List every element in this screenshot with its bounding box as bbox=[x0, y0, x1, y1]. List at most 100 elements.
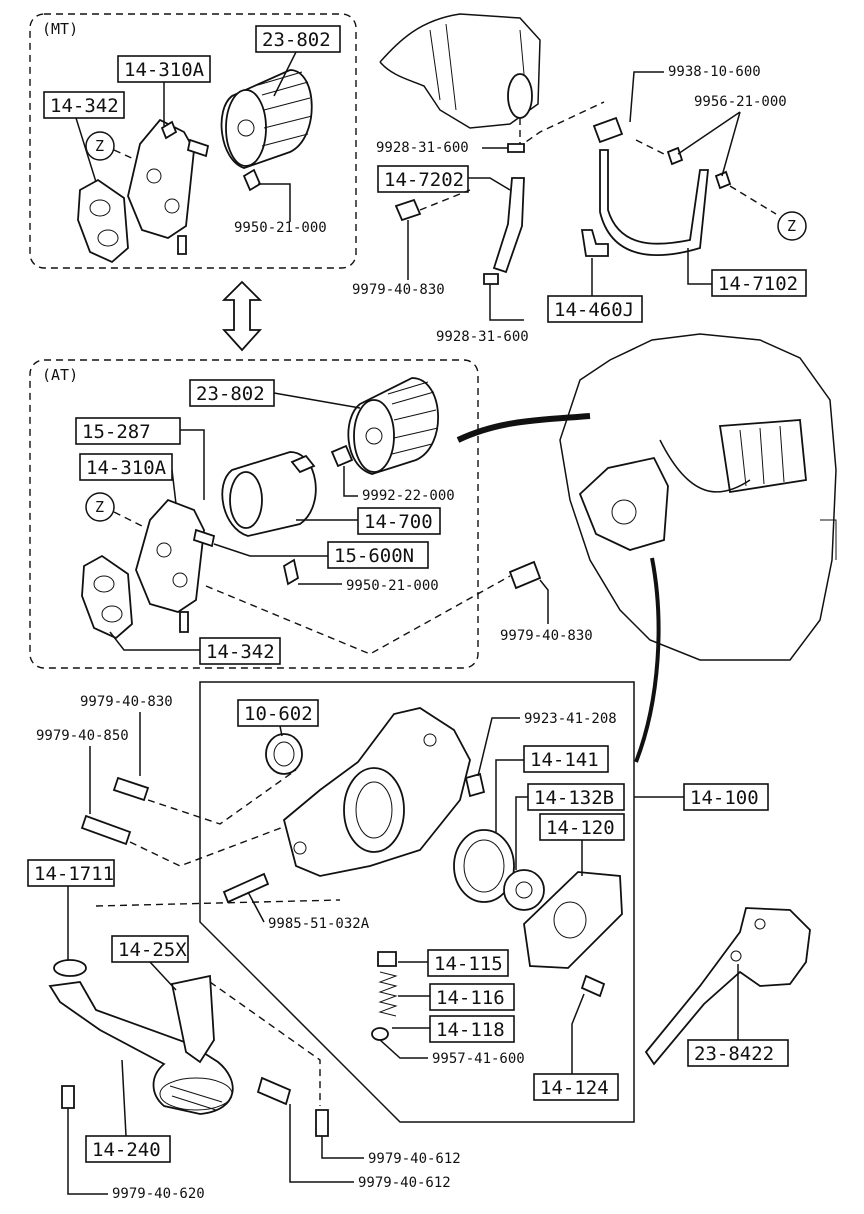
at-oil-filter-body bbox=[135, 498, 216, 613]
label-bolt-850: 9979-40-850 bbox=[36, 728, 129, 744]
svg-text:14-342: 14-342 bbox=[50, 95, 119, 117]
cover-screw-icon bbox=[580, 974, 606, 998]
callout-z-right: Z bbox=[777, 211, 807, 241]
label-bolt-612a: 9979-40-612 bbox=[368, 1151, 461, 1167]
gasket-1711-icon bbox=[53, 959, 87, 977]
bolt-9938-icon bbox=[592, 116, 624, 144]
svg-text:23-802: 23-802 bbox=[262, 29, 331, 51]
label-plunger: 14-115 bbox=[427, 949, 509, 977]
engine-block-top bbox=[379, 13, 541, 129]
label-inner-rotor: 14-132B bbox=[527, 783, 625, 811]
label-spring: 14-116 bbox=[429, 983, 515, 1011]
label-clip: 14-460J bbox=[547, 295, 643, 323]
at-nut-icon bbox=[330, 444, 354, 468]
svg-text:14-124: 14-124 bbox=[540, 1077, 609, 1099]
label-bolt-9938: 9938-10-600 bbox=[668, 64, 761, 80]
engine-block-side bbox=[559, 333, 837, 661]
at-section-frame bbox=[29, 359, 479, 669]
label-at-cap: 15-287 bbox=[75, 417, 181, 445]
svg-text:14-7202: 14-7202 bbox=[384, 169, 464, 191]
label-pipe-7202: 14-7202 bbox=[377, 165, 469, 193]
svg-text:14-460J: 14-460J bbox=[554, 299, 634, 321]
mt-section-frame bbox=[29, 13, 357, 269]
oil-strainer bbox=[48, 981, 234, 1115]
engine-link-line bbox=[456, 413, 591, 443]
label-bolt-612b: 9979-40-612 bbox=[358, 1175, 451, 1191]
washer-9956-icon bbox=[666, 146, 684, 166]
svg-text:14-240: 14-240 bbox=[92, 1139, 161, 1161]
label-outer-rotor: 14-141 bbox=[523, 745, 609, 773]
inner-rotor bbox=[503, 869, 545, 911]
at-stud-icon bbox=[282, 558, 300, 586]
at-gasket bbox=[81, 554, 133, 640]
label-at-stud: 9950-21-000 bbox=[346, 578, 439, 594]
label-union-bolt-b: 9928-31-600 bbox=[436, 329, 529, 345]
bolt-830-icon bbox=[112, 776, 150, 802]
oil-pan-gasket bbox=[644, 907, 811, 1066]
strainer-bracket bbox=[170, 974, 215, 1064]
bolt-620-icon bbox=[61, 1085, 75, 1109]
mt-at-swap-arrow bbox=[221, 280, 263, 352]
mt-drain-bolt-icon bbox=[177, 235, 187, 255]
union-bolt-a-icon bbox=[507, 143, 525, 153]
svg-text:23-802: 23-802 bbox=[196, 383, 265, 405]
clip-icon bbox=[580, 229, 609, 257]
outer-rotor bbox=[453, 829, 515, 903]
engine-link-line-b bbox=[634, 557, 661, 763]
label-stud-9985: 9985-51-032A bbox=[268, 916, 370, 932]
svg-text:14-342: 14-342 bbox=[206, 641, 275, 663]
front-seal bbox=[265, 733, 303, 775]
union-bolt-b-icon bbox=[483, 273, 499, 285]
label-union-bolt-a: 9928-31-600 bbox=[376, 140, 469, 156]
pin-icon bbox=[464, 772, 486, 798]
label-pump-assy: 14-100 bbox=[683, 783, 769, 811]
svg-text:Z: Z bbox=[787, 217, 796, 235]
label-washer-9956: 9956-21-000 bbox=[694, 94, 787, 110]
svg-text:14-120: 14-120 bbox=[546, 817, 615, 839]
svg-text:15-600N: 15-600N bbox=[334, 545, 414, 567]
label-screw-124: 14-124 bbox=[533, 1073, 619, 1101]
svg-text:23-8422: 23-8422 bbox=[694, 1043, 774, 1065]
oil-pump-body bbox=[282, 707, 471, 877]
svg-text:14-116: 14-116 bbox=[436, 987, 505, 1009]
label-pin: 9923-41-208 bbox=[524, 711, 617, 727]
mt-gasket bbox=[77, 178, 129, 264]
plunger-icon bbox=[377, 951, 397, 967]
oil-hose-7102 bbox=[599, 149, 709, 257]
label-at-valve: 15-600N bbox=[327, 541, 429, 569]
svg-text:14-1711: 14-1711 bbox=[34, 863, 114, 885]
at-bolt-icon bbox=[508, 560, 542, 590]
callout-z-at: Z bbox=[85, 492, 115, 522]
svg-text:Z: Z bbox=[95, 498, 104, 516]
label-at-bolt: 9979-40-830 bbox=[500, 628, 593, 644]
bolt-612b-icon bbox=[256, 1076, 292, 1106]
at-oil-filter bbox=[347, 377, 439, 475]
mt-oil-filter bbox=[220, 69, 313, 169]
bolt-612a-icon bbox=[315, 1109, 329, 1137]
label-bolt-830: 9979-40-830 bbox=[80, 694, 173, 710]
at-oil-cooler bbox=[221, 451, 317, 537]
svg-text:10-602: 10-602 bbox=[244, 703, 313, 725]
mt-oil-filter-body bbox=[127, 118, 210, 239]
svg-text:14-118: 14-118 bbox=[436, 1019, 505, 1041]
svg-text:14-310A: 14-310A bbox=[124, 59, 205, 81]
svg-text:14-115: 14-115 bbox=[434, 953, 503, 975]
ring-icon bbox=[371, 1027, 389, 1041]
spring-icon bbox=[378, 971, 398, 1017]
label-strainer: 14-240 bbox=[85, 1135, 171, 1163]
label-at-gasket: 14-342 bbox=[199, 637, 281, 665]
label-seal: 10-602 bbox=[237, 699, 319, 727]
label-bolt-top: 9979-40-830 bbox=[352, 282, 445, 298]
label-mt-stud: 9950-21-000 bbox=[234, 220, 327, 236]
label-at-body: 14-310A bbox=[79, 453, 173, 481]
svg-text:15-287: 15-287 bbox=[82, 421, 151, 443]
label-hose-7102: 14-7102 bbox=[711, 269, 807, 297]
label-mt-filter: 23-802 bbox=[255, 25, 341, 53]
mt-stud-icon bbox=[242, 168, 262, 192]
svg-text:14-141: 14-141 bbox=[530, 749, 599, 771]
svg-text:14-25X: 14-25X bbox=[118, 939, 187, 961]
label-ring-9957: 9957-41-600 bbox=[432, 1051, 525, 1067]
mt-section-label: (MT) bbox=[42, 20, 78, 38]
label-at-cooler: 14-700 bbox=[357, 507, 441, 535]
